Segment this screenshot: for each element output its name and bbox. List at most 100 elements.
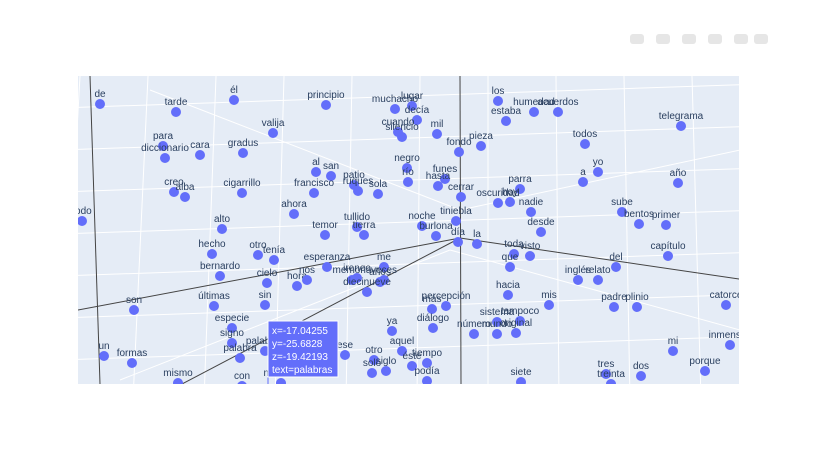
point-label-108: éste	[403, 351, 422, 362]
point-26	[593, 167, 603, 177]
point-label-3: principio	[307, 90, 345, 101]
point-41	[617, 207, 627, 217]
point-17	[160, 153, 170, 163]
point-101	[668, 346, 678, 356]
point-label-111: porque	[689, 356, 721, 367]
point-label-86: catorce	[710, 290, 743, 301]
point-34	[169, 187, 179, 197]
point-label-112: tres	[598, 359, 615, 370]
point-107	[397, 346, 407, 356]
point-53	[417, 221, 427, 231]
turntable-icon[interactable]	[734, 34, 748, 44]
point-71	[573, 275, 583, 285]
point-70	[505, 262, 515, 272]
point-label-94: original	[500, 318, 532, 329]
point-label-43: hoy	[502, 187, 518, 198]
point-label-78: años	[369, 267, 391, 278]
point-label-44: nadie	[519, 197, 544, 208]
point-38	[373, 189, 383, 199]
point-label-101: mi	[668, 336, 679, 347]
point-49	[634, 219, 644, 229]
point-label-45: cerrar	[448, 182, 475, 193]
point-90	[427, 304, 437, 314]
point-82	[441, 301, 451, 311]
point-75	[302, 275, 312, 285]
point-label-80: diecinueve	[343, 277, 391, 288]
point-12	[268, 128, 278, 138]
point-14	[397, 132, 407, 142]
camera-icon[interactable]	[630, 34, 644, 44]
point-label-34: creo	[164, 177, 184, 188]
grid-line-x-10	[760, 76, 772, 400]
grid-line-y-3	[78, 210, 739, 234]
point-label-21: pieza	[469, 131, 493, 142]
point-113	[636, 371, 646, 381]
grid-line-x-7	[555, 76, 560, 384]
point-label-73: cielo	[257, 268, 278, 279]
grid-line-y-0	[78, 84, 739, 108]
hover-x: x=-17.04255	[272, 326, 328, 337]
point-121	[276, 378, 286, 384]
point-label-57: tierra	[353, 220, 376, 231]
point-label-62: toda	[504, 239, 524, 250]
grid-line-y-1	[78, 126, 739, 150]
point-label-90: más	[423, 294, 442, 305]
point-label-18: cara	[190, 140, 210, 151]
point-label-36: francisco	[294, 178, 334, 189]
point-118	[381, 366, 391, 376]
point-55	[320, 230, 330, 240]
point-label-116: mismo	[163, 368, 193, 379]
point-label-4: muchacho	[372, 94, 419, 105]
point-label-77: veces	[371, 265, 397, 276]
point-label-47: ahora	[281, 199, 307, 210]
home-icon[interactable]	[754, 34, 768, 44]
point-label-114: solo	[363, 358, 382, 369]
point-35	[237, 188, 247, 198]
point-label-14: silencio	[385, 122, 419, 133]
point-78	[375, 277, 385, 287]
orbit-icon[interactable]	[708, 34, 722, 44]
point-2	[229, 95, 239, 105]
point-44	[526, 207, 536, 217]
point-label-71: inglés	[565, 265, 591, 276]
point-109	[422, 358, 432, 368]
point-label-30: hasta	[426, 171, 451, 182]
point-label-88: especie	[215, 313, 250, 324]
grid-line-x-9	[691, 76, 702, 384]
point-label-115: siete	[510, 367, 532, 378]
point-label-19: gradus	[228, 138, 259, 149]
point-1	[171, 107, 181, 117]
zoom-icon[interactable]	[656, 34, 670, 44]
point-4	[390, 104, 400, 114]
point-label-56: burlona	[419, 221, 453, 232]
axis-lines	[78, 76, 739, 384]
point-label-65: esperanza	[304, 252, 351, 263]
point-label-9: acuerdos	[537, 97, 578, 108]
point-62	[509, 249, 519, 259]
point-label-75: nos	[299, 265, 315, 276]
point-100	[227, 338, 237, 348]
point-43	[505, 197, 515, 207]
point-label-39: tenía	[263, 245, 286, 256]
point-105	[127, 358, 137, 368]
point-42	[180, 192, 190, 202]
point-37	[353, 186, 363, 196]
point-label-66: me	[377, 252, 391, 263]
point-label-25: san	[323, 161, 339, 172]
point-label-103: palabras	[246, 336, 284, 347]
point-label-49: bentos	[624, 209, 654, 220]
point-66	[379, 262, 389, 272]
pan-icon[interactable]	[682, 34, 696, 44]
point-label-102: palabra	[223, 343, 257, 354]
point-label-79: hacia	[496, 280, 520, 291]
point-label-22: todos	[573, 129, 597, 140]
point-label-7: los	[492, 86, 505, 97]
point-110	[369, 355, 379, 365]
point-50	[661, 220, 671, 230]
point-label-100: signo	[220, 328, 244, 339]
point-99	[725, 340, 735, 350]
grid-line-x-8	[623, 76, 631, 384]
point-label-27: funes	[433, 164, 457, 175]
